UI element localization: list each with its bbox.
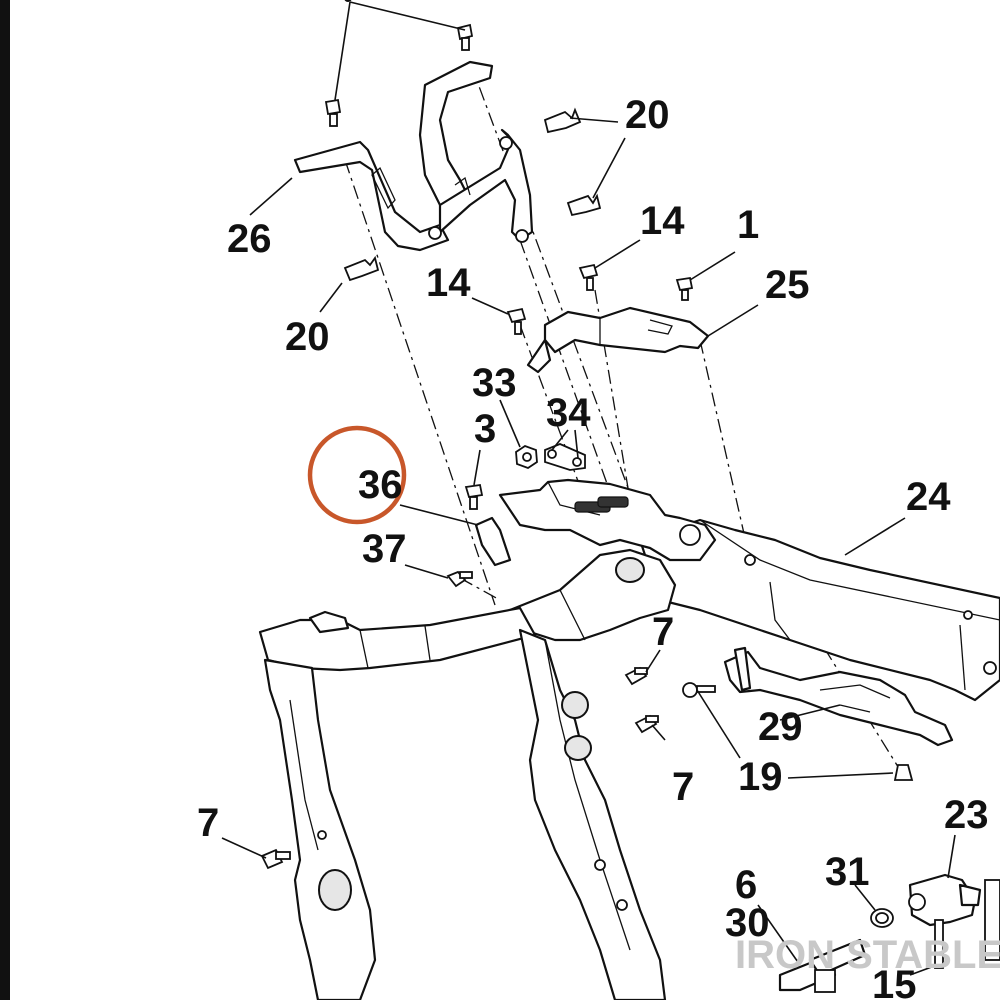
highlight-circle-36 bbox=[307, 425, 407, 525]
callout-labels: 36 37 26 20 20 14 14 1 25 33 34 3 24 7 7… bbox=[197, 93, 989, 1000]
upper-bracket-26 bbox=[293, 60, 534, 252]
callout-fragment-top bbox=[344, 0, 352, 2]
callout-33: 33 bbox=[472, 361, 517, 405]
callout-14-left: 14 bbox=[426, 261, 471, 305]
callout-25: 25 bbox=[765, 263, 810, 307]
callout-15: 15 bbox=[872, 963, 917, 1000]
bracket-29 bbox=[682, 646, 954, 781]
screws-7 bbox=[260, 666, 659, 870]
frame-24 bbox=[258, 478, 1000, 1000]
studs-20 bbox=[343, 107, 602, 282]
callout-29: 29 bbox=[758, 705, 803, 749]
callout-37: 37 bbox=[362, 527, 407, 571]
callout-7-upper: 7 bbox=[652, 610, 674, 654]
left-border-bar bbox=[0, 0, 10, 1000]
part-36-37 bbox=[446, 516, 512, 588]
callout-34: 34 bbox=[546, 391, 591, 435]
callout-14-right: 14 bbox=[640, 199, 685, 243]
callout-7-left: 7 bbox=[197, 801, 219, 845]
callout-20-top: 20 bbox=[625, 93, 670, 137]
parts-bottom-right bbox=[778, 873, 1000, 993]
callout-1: 1 bbox=[737, 203, 759, 247]
screws-14-1 bbox=[506, 263, 694, 335]
watermark: IRON STABLE bbox=[735, 933, 1000, 977]
callout-26: 26 bbox=[227, 217, 272, 261]
callout-23: 23 bbox=[944, 793, 989, 837]
callout-20-left: 20 bbox=[285, 315, 330, 359]
hardware-33-34-3 bbox=[464, 443, 586, 510]
callout-6: 6 bbox=[735, 863, 757, 907]
bracket-25 bbox=[526, 306, 710, 374]
callout-24: 24 bbox=[906, 475, 951, 519]
callout-31: 31 bbox=[825, 850, 870, 894]
callout-36: 36 bbox=[358, 463, 403, 507]
leader-lines bbox=[221, 1, 956, 976]
callout-3: 3 bbox=[474, 407, 496, 451]
callout-19: 19 bbox=[738, 755, 783, 799]
callout-30: 30 bbox=[725, 901, 770, 945]
callout-7-lower: 7 bbox=[672, 765, 694, 809]
